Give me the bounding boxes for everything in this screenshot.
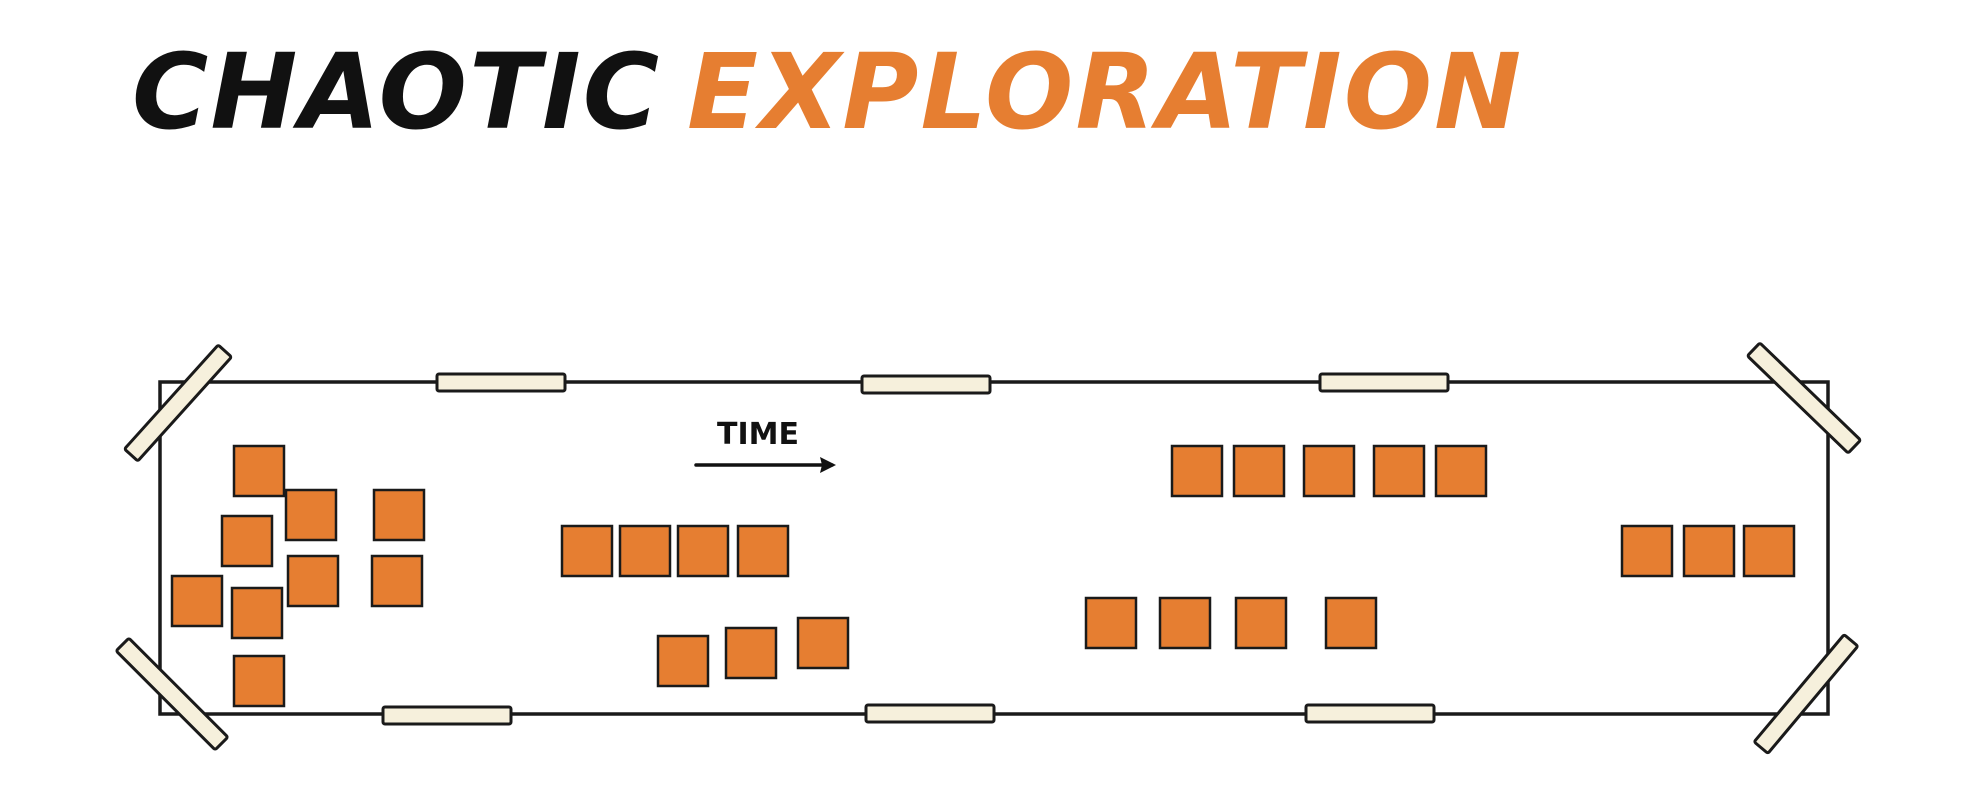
sticky-note xyxy=(1434,444,1488,498)
sticky-note xyxy=(1170,444,1224,498)
tape-top-1 xyxy=(435,372,567,393)
board-frame xyxy=(158,380,1830,716)
time-label: TIME xyxy=(717,417,799,452)
tape-corner-top-left xyxy=(123,344,233,462)
sticky-note xyxy=(232,654,286,708)
tape-corner-top-right xyxy=(1746,342,1862,454)
sticky-note xyxy=(1234,596,1288,650)
tape-top-3 xyxy=(1318,372,1450,393)
tape-bottom-2 xyxy=(864,703,996,724)
tape-corner-bottom-left xyxy=(115,637,229,751)
sticky-note xyxy=(232,444,286,498)
sticky-note xyxy=(370,554,424,608)
sticky-note xyxy=(170,574,224,628)
sticky-note xyxy=(724,626,778,680)
sticky-note xyxy=(1620,524,1674,578)
sticky-note xyxy=(618,524,672,578)
right-arrow-icon xyxy=(694,457,836,473)
tape-strips xyxy=(115,342,1862,755)
sticky-note xyxy=(1158,596,1212,650)
sticky-note xyxy=(560,524,614,578)
sticky-note xyxy=(1084,596,1138,650)
tape-bottom-1 xyxy=(381,705,513,726)
sticky-note xyxy=(1682,524,1736,578)
sticky-note xyxy=(676,524,730,578)
sticky-note xyxy=(220,514,274,568)
sticky-note xyxy=(286,554,340,608)
title-word-exploration: EXPLORATION xyxy=(687,31,1524,153)
tape-bottom-3 xyxy=(1304,703,1436,724)
sticky-note xyxy=(1302,444,1356,498)
sticky-note xyxy=(1372,444,1426,498)
sticky-note xyxy=(1232,444,1286,498)
tape-top-2 xyxy=(860,374,992,395)
sticky-note xyxy=(796,616,850,670)
tape-corner-bottom-right xyxy=(1753,633,1859,755)
sticky-note xyxy=(1742,524,1796,578)
sticky-note xyxy=(1324,596,1378,650)
sticky-note xyxy=(284,488,338,542)
sticky-note xyxy=(736,524,790,578)
title-word-chaotic: CHAOTIC xyxy=(132,31,662,153)
sticky-note xyxy=(372,488,426,542)
sticky-note xyxy=(230,586,284,640)
sticky-notes xyxy=(170,444,1796,708)
sticky-note xyxy=(656,634,710,688)
